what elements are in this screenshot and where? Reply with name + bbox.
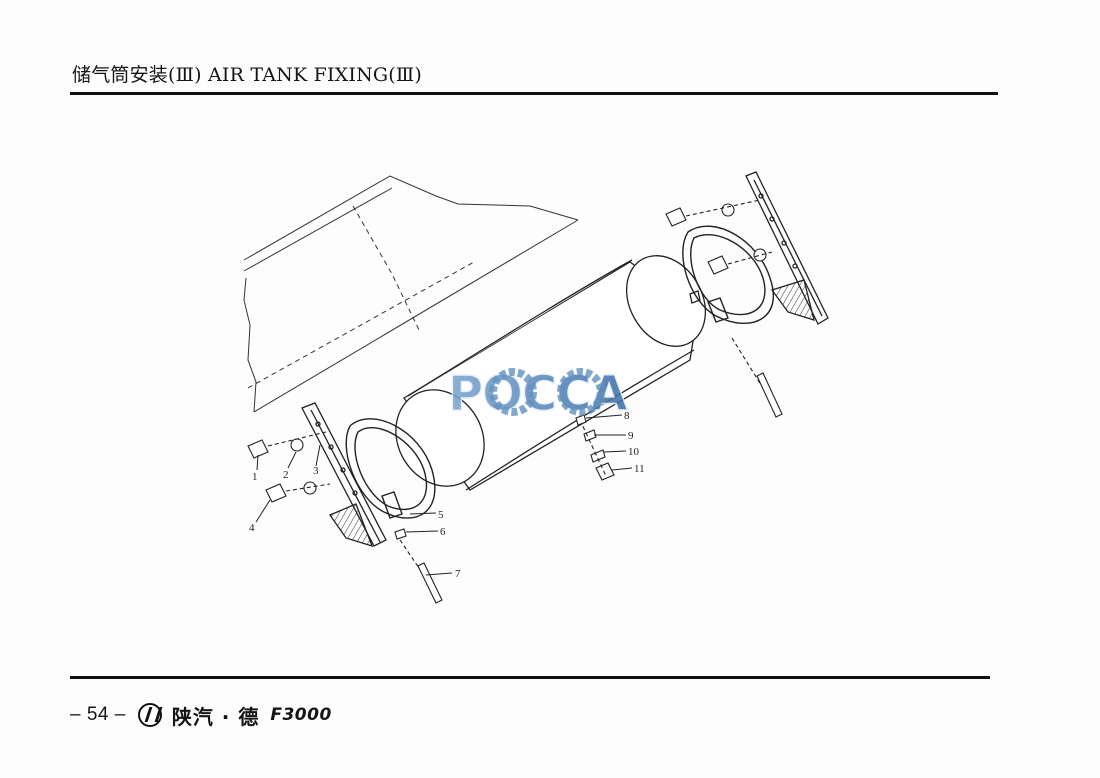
page-number: – 54 –	[70, 704, 126, 725]
rear-hardware	[575, 199, 783, 481]
rear-bolt-upper	[665, 207, 687, 227]
page-title: 储气筒安装(Ⅲ) AIR TANK FIXING(Ⅲ)	[72, 64, 423, 86]
washer-10	[590, 449, 606, 463]
leader-7	[425, 572, 453, 576]
callout-4: 4	[249, 522, 255, 534]
rear-bracket-hole-1	[758, 193, 764, 199]
leader-11	[611, 467, 633, 471]
frame-lower-edge	[243, 187, 393, 272]
front-upper-fastener-line	[267, 431, 327, 447]
leader-5	[409, 512, 437, 515]
front-bracket-hole-4	[352, 490, 358, 496]
rear-lower-fastener-line	[727, 251, 773, 265]
front-bracket-hole-3	[340, 467, 346, 473]
callout-leaders	[255, 414, 633, 576]
callout-10: 10	[628, 446, 640, 458]
frame-inner-line	[247, 261, 475, 389]
leader-10	[603, 450, 627, 453]
mounting-straps	[345, 225, 775, 519]
washer-9	[583, 429, 597, 442]
rod-7	[417, 562, 443, 604]
front-lower-fastener-line	[285, 483, 331, 492]
rear-bracket-hole-3	[781, 240, 787, 246]
nut-2	[290, 438, 304, 452]
callout-2: 2	[283, 469, 289, 481]
watermark-gear-c	[557, 368, 605, 416]
front-bracket-rail-inner	[310, 409, 381, 543]
front-strap-bolt-tab	[381, 491, 403, 519]
rear-bracket-hole-4	[792, 263, 798, 269]
leader-6	[405, 530, 439, 533]
callout-labels: 1 2 3 4 5 6 7 8 9 10 11	[249, 410, 645, 580]
watermark-gear-o	[489, 368, 537, 416]
rear-nut-upper	[721, 203, 735, 217]
washer-6	[394, 528, 407, 540]
callout-5: 5	[438, 509, 444, 521]
callout-3: 3	[313, 465, 319, 477]
footer-brand: 陕汽 · 德	[171, 704, 260, 729]
rear-strap-inner	[690, 233, 766, 316]
front-bracket-rail	[301, 402, 387, 547]
pocca-watermark: POCCA	[447, 365, 629, 422]
front-bracket-hole-1	[315, 421, 321, 427]
frame-side-edge	[243, 277, 257, 413]
callout-6: 6	[440, 526, 446, 538]
rear-nut-lower	[753, 248, 767, 262]
front-strap-inner	[354, 426, 428, 511]
rear-bolt-lower	[707, 255, 729, 275]
rear-bracket-hole-2	[769, 216, 775, 222]
bolt-1	[247, 439, 269, 459]
rear-bracket-rail	[745, 171, 829, 325]
footer-rule	[70, 676, 990, 679]
leader-2	[287, 451, 297, 469]
leader-1	[256, 454, 259, 471]
bolt-4	[265, 483, 287, 503]
rear-strap-bolt-tab	[707, 297, 729, 323]
frame-fold-line	[352, 205, 421, 333]
rear-strap-outer	[682, 225, 775, 325]
leader-8	[585, 414, 623, 419]
rear-bracket-foot	[770, 279, 815, 321]
callout-11: 11	[634, 463, 645, 475]
front-bracket-foot	[329, 503, 374, 548]
leader-4	[255, 499, 271, 523]
page-footer: – 54 – 陕汽 · 德 F3000	[70, 699, 332, 731]
front-bracket-hole-2	[328, 444, 334, 450]
rear-rod	[756, 372, 783, 418]
plug-8	[575, 414, 587, 426]
front-bracket	[301, 402, 387, 548]
callout-1: 1	[252, 471, 258, 483]
title-rule	[70, 92, 998, 95]
rear-upper-fastener-line	[685, 199, 761, 217]
frame-outline	[243, 175, 579, 413]
rear-bracket-rail-inner	[753, 179, 823, 317]
drain-valve-11	[595, 462, 615, 481]
frame-bottom-edge	[253, 219, 579, 413]
tank-fitting	[689, 290, 701, 304]
drain-axis	[579, 419, 607, 477]
leader-3	[315, 444, 321, 467]
callout-9: 9	[628, 430, 634, 442]
callout-7: 7	[455, 568, 461, 580]
tank-top-outline	[407, 259, 633, 397]
frame-upper-edge	[243, 175, 579, 261]
shaanxi-logo-icon	[137, 703, 162, 727]
front-strap-outer	[345, 418, 436, 519]
nut-4	[303, 481, 317, 495]
tank-front-end	[395, 389, 485, 487]
footer-model: F3000	[270, 705, 332, 725]
callout-8: 8	[624, 410, 630, 422]
rear-bracket	[745, 171, 829, 325]
front-hardware	[247, 431, 443, 604]
